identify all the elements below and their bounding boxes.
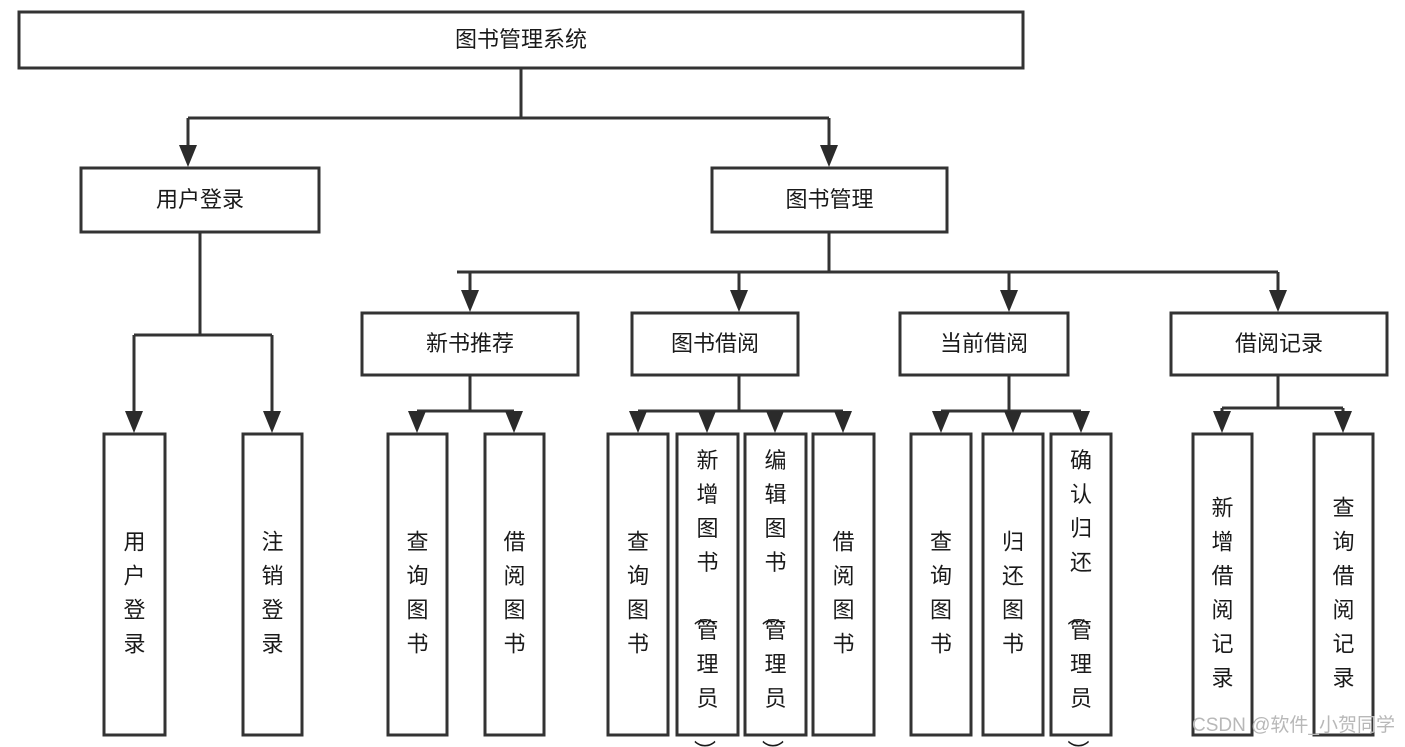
node-box-leaf-query-book-3 xyxy=(909,432,973,737)
node-box-new-book-recommend xyxy=(360,311,580,377)
node-box-leaf-add-book xyxy=(675,432,740,737)
csdn-watermark: CSDN @软件_小贺同学 xyxy=(1192,714,1395,736)
node-box-leaf-return-book xyxy=(981,432,1045,737)
node-leaf-query-book-2[interactable]: 查询图书 xyxy=(606,432,670,737)
node-box-leaf-query-book-1 xyxy=(386,432,449,737)
node-box-leaf-user-logout xyxy=(241,432,304,737)
node-box-borrow-record xyxy=(1169,311,1389,377)
arrow-leaf-borrow-book-1-icon xyxy=(505,411,523,433)
node-label-user-login: 用户登录 xyxy=(156,187,244,212)
node-box-user-login xyxy=(79,166,321,234)
node-label-leaf-query-book-1: 查询图书 xyxy=(406,530,428,657)
arrow-leaf-confirm-return-icon xyxy=(1072,411,1090,433)
arrow-leaf-user-login-icon xyxy=(125,411,143,433)
node-label-book-management: 图书管理 xyxy=(785,187,873,212)
arrow-leaf-query-borrow-record-icon xyxy=(1334,411,1352,433)
node-current-borrow[interactable]: 当前借阅 xyxy=(898,311,1070,377)
node-box-leaf-add-borrow-record xyxy=(1191,432,1254,737)
node-box-book-management xyxy=(710,166,949,234)
node-book-management[interactable]: 图书管理 xyxy=(710,166,949,234)
node-user-login[interactable]: 用户登录 xyxy=(79,166,321,234)
node-book-borrow[interactable]: 图书借阅 xyxy=(630,311,800,377)
arrow-leaf-user-logout-icon xyxy=(263,411,281,433)
node-box-leaf-borrow-book-1 xyxy=(483,432,546,737)
node-label-leaf-confirm-return: 确认归还（管理员） xyxy=(1065,448,1092,747)
node-label-leaf-add-book: 新增图书（管理员） xyxy=(691,448,718,747)
node-leaf-edit-book[interactable]: 编辑图书（管理员） xyxy=(743,432,808,747)
node-new-book-recommend[interactable]: 新书推荐 xyxy=(360,311,580,377)
node-box-leaf-query-borrow-record xyxy=(1312,432,1375,737)
arrow-leaf-query-book-1-icon xyxy=(408,411,426,433)
node-leaf-borrow-book-1[interactable]: 借阅图书 xyxy=(483,432,546,737)
node-label-leaf-borrow-book-1: 借阅图书 xyxy=(503,530,525,657)
arrow-leaf-borrow-book-2-icon xyxy=(834,411,852,433)
node-box-leaf-edit-book xyxy=(743,432,808,737)
arrow-leaf-query-book-3-icon xyxy=(932,411,950,433)
arrow-heads-group xyxy=(125,145,1352,433)
node-leaf-add-book[interactable]: 新增图书（管理员） xyxy=(675,432,740,747)
arrow-leaf-edit-book-icon xyxy=(766,411,784,433)
node-box-leaf-confirm-return xyxy=(1049,432,1113,737)
arrow-leaf-return-book-icon xyxy=(1004,411,1022,433)
node-box-book-borrow xyxy=(630,311,800,377)
node-box-leaf-borrow-book-2 xyxy=(811,432,876,737)
diagram-nodes-group: 图书管理系统用户登录图书管理新书推荐图书借阅当前借阅借阅记录用户登录注销登录查询… xyxy=(17,10,1389,747)
node-label-leaf-borrow-book-2: 借阅图书 xyxy=(832,530,854,657)
node-leaf-confirm-return[interactable]: 确认归还（管理员） xyxy=(1049,432,1113,747)
node-label-current-borrow: 当前借阅 xyxy=(940,331,1028,356)
node-label-new-book-recommend: 新书推荐 xyxy=(426,331,514,356)
node-label-leaf-edit-book: 编辑图书（管理员） xyxy=(759,448,786,747)
node-label-root: 图书管理系统 xyxy=(455,27,587,52)
node-leaf-add-borrow-record[interactable]: 新增借阅记录 xyxy=(1191,432,1254,737)
arrow-leaf-query-book-2-icon xyxy=(629,411,647,433)
node-root[interactable]: 图书管理系统 xyxy=(17,10,1025,70)
node-label-leaf-query-book-3: 查询图书 xyxy=(930,530,952,657)
node-leaf-user-login[interactable]: 用户登录 xyxy=(102,432,167,737)
node-leaf-query-book-3[interactable]: 查询图书 xyxy=(909,432,973,737)
node-label-leaf-query-borrow-record: 查询借阅记录 xyxy=(1332,496,1354,691)
node-box-leaf-query-book-2 xyxy=(606,432,670,737)
arrow-current-borrow-icon xyxy=(1000,290,1018,312)
node-label-leaf-add-borrow-record: 新增借阅记录 xyxy=(1211,496,1233,691)
node-leaf-return-book[interactable]: 归还图书 xyxy=(981,432,1045,737)
arrow-book-borrow-icon xyxy=(730,290,748,312)
node-box-leaf-user-login xyxy=(102,432,167,737)
node-leaf-borrow-book-2[interactable]: 借阅图书 xyxy=(811,432,876,737)
node-borrow-record[interactable]: 借阅记录 xyxy=(1169,311,1389,377)
node-label-borrow-record: 借阅记录 xyxy=(1235,331,1323,356)
arrow-borrow-record-icon xyxy=(1269,290,1287,312)
node-label-leaf-user-login: 用户登录 xyxy=(123,530,145,657)
arrow-leaf-add-book-icon xyxy=(698,411,716,433)
arrow-leaf-add-borrow-record-icon xyxy=(1213,411,1231,433)
node-box-root xyxy=(17,10,1025,70)
node-box-current-borrow xyxy=(898,311,1070,377)
arrow-user-login-icon xyxy=(179,145,197,167)
node-leaf-query-borrow-record[interactable]: 查询借阅记录 xyxy=(1312,432,1375,737)
node-leaf-query-book-1[interactable]: 查询图书 xyxy=(386,432,449,737)
node-label-leaf-return-book: 归还图书 xyxy=(1002,530,1024,657)
arrow-book-management-icon xyxy=(820,145,838,167)
node-label-leaf-query-book-2: 查询图书 xyxy=(627,530,649,657)
node-leaf-user-logout[interactable]: 注销登录 xyxy=(241,432,304,737)
node-label-book-borrow: 图书借阅 xyxy=(671,331,759,356)
arrow-new-book-recommend-icon xyxy=(461,290,479,312)
node-label-leaf-user-logout: 注销登录 xyxy=(261,530,283,657)
